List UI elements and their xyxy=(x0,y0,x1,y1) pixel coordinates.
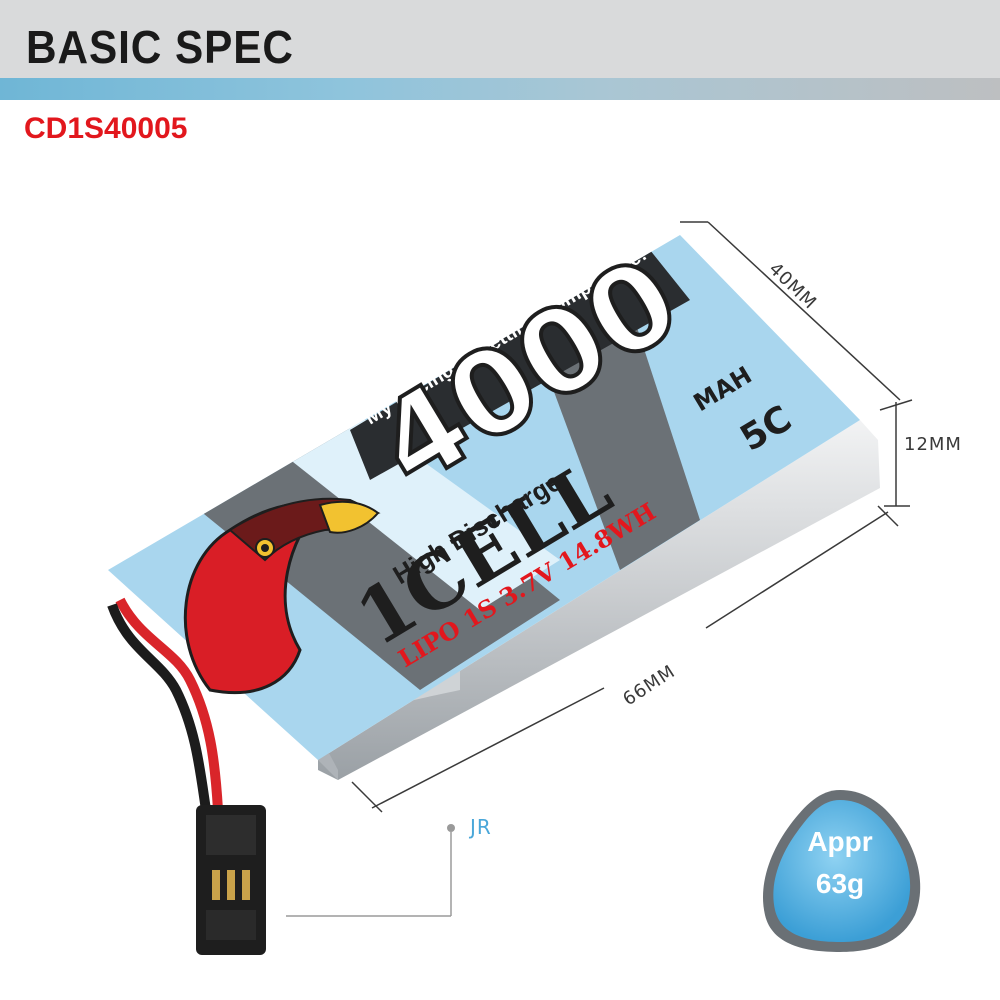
header-stripe xyxy=(0,78,1000,100)
weight-badge-inner xyxy=(773,800,911,942)
jr-leader-line xyxy=(286,824,455,917)
wire-red xyxy=(115,597,223,811)
model-code: CD1S40005 xyxy=(24,112,188,145)
dimension-width: 40MM xyxy=(765,258,821,313)
eagle-mascot-icon xyxy=(183,497,381,695)
jr-connector xyxy=(196,805,266,955)
connector-label: JR xyxy=(470,815,492,839)
weight-value: 63g xyxy=(815,868,865,899)
label-band-slogan xyxy=(350,250,690,480)
dim-12mm xyxy=(884,402,910,507)
wire-black xyxy=(107,603,211,811)
weight-prefix: Appr xyxy=(807,826,873,857)
battery-top xyxy=(108,235,860,760)
dimension-length: 66MM xyxy=(619,661,679,710)
dimension-height: 12MM xyxy=(904,434,962,455)
dim-66mm xyxy=(351,505,899,813)
page-title: BASIC SPEC xyxy=(26,21,294,73)
